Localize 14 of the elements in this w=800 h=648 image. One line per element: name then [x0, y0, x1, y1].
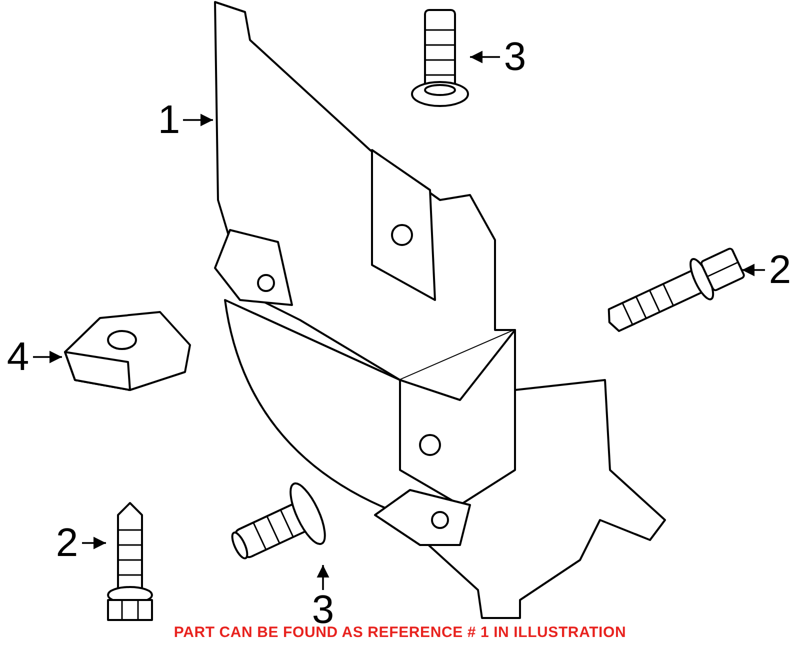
clip-drawing	[62, 308, 192, 392]
leader-line	[33, 350, 62, 364]
leader-line	[316, 565, 330, 590]
leader-line	[742, 264, 765, 276]
leader-line	[183, 114, 213, 126]
callout-number: 3	[308, 590, 338, 624]
callout-number: 1	[155, 100, 183, 140]
leader-line	[82, 536, 106, 550]
callout-number: 2	[52, 523, 82, 563]
caption-note: PART CAN BE FOUND AS REFERENCE # 1 IN ILLUSTRATION	[172, 624, 628, 641]
callout-number: 2	[765, 250, 795, 290]
leader-line	[470, 50, 500, 64]
callout-number: 3	[500, 37, 530, 77]
callout-number: 4	[3, 337, 33, 377]
